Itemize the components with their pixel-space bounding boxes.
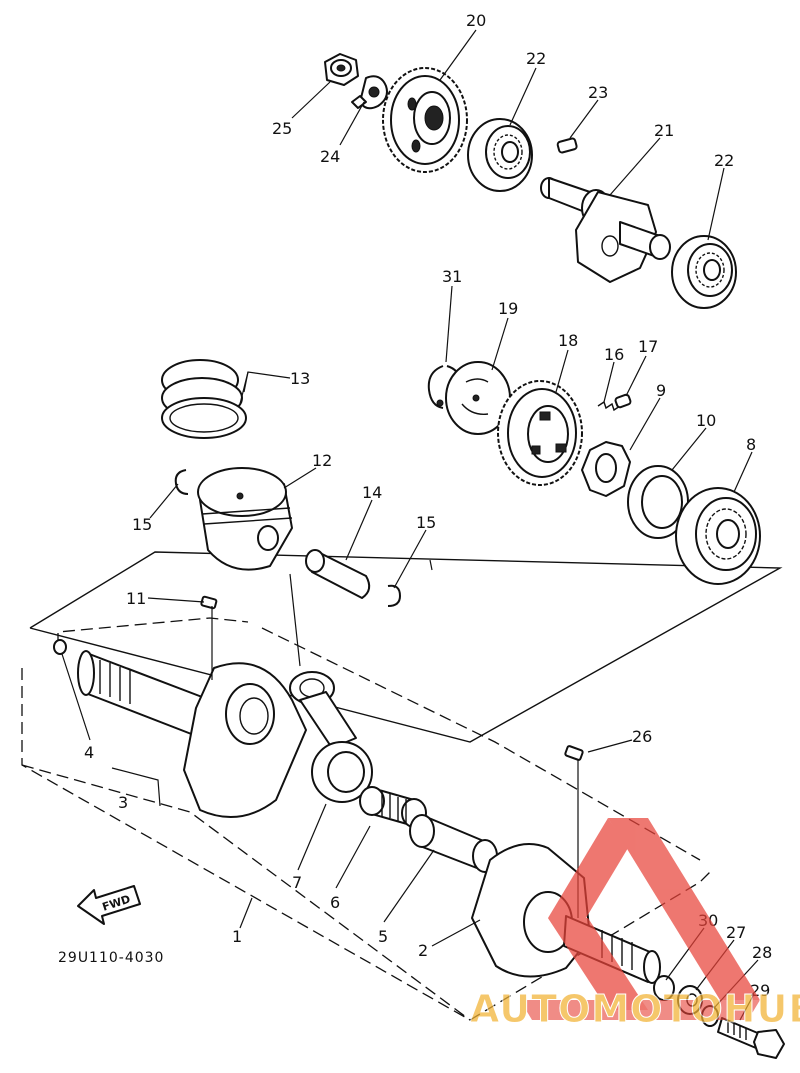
callout-17: 17 (638, 337, 658, 356)
part-21-balancer-shaft (540, 177, 671, 283)
callout-15-left: 15 (132, 515, 152, 534)
part-24-lock-washer (351, 75, 388, 110)
callout-labels: 20 22 23 21 22 25 24 31 19 18 16 17 9 10… (84, 11, 772, 1000)
fwd-arrow: FWD (77, 885, 141, 925)
part-16-spring (597, 400, 621, 412)
part-17-pin (614, 393, 632, 409)
callout-6: 6 (330, 893, 340, 912)
callout-14: 14 (362, 483, 382, 502)
fwd-arrow-icon (77, 885, 141, 925)
part-12-piston (197, 467, 293, 571)
callout-12: 12 (312, 451, 332, 470)
callout-26: 26 (632, 727, 652, 746)
callout-3: 3 (118, 793, 128, 812)
callout-22-upper: 22 (526, 49, 546, 68)
callout-22-right: 22 (714, 151, 734, 170)
callout-23: 23 (588, 83, 608, 102)
callout-24: 24 (320, 147, 340, 166)
callout-21: 21 (654, 121, 674, 140)
part-15-circlip-right (387, 584, 401, 607)
callout-25: 25 (272, 119, 292, 138)
callout-5: 5 (378, 927, 388, 946)
part-7-connecting-rod (289, 671, 373, 803)
callout-15-right: 15 (416, 513, 436, 532)
part-20-gear (382, 67, 468, 173)
callout-28: 28 (752, 943, 772, 962)
part-13-piston-rings (161, 359, 247, 439)
callout-8: 8 (746, 435, 756, 454)
part-25-nut (324, 53, 359, 86)
part-10-washer (627, 465, 689, 539)
part-18-gear (497, 380, 583, 486)
callout-18: 18 (558, 331, 578, 350)
part-11-key (200, 595, 218, 610)
part-29-bolt (717, 1017, 785, 1059)
drawing-code: 29U110-4030 (58, 950, 164, 966)
part-22-bearing-right (671, 235, 737, 309)
callout-13: 13 (290, 369, 310, 388)
callout-19: 19 (498, 299, 518, 318)
callout-7: 7 (292, 873, 302, 892)
callout-1: 1 (232, 927, 242, 946)
callout-31: 31 (442, 267, 462, 286)
callout-10: 10 (696, 411, 716, 430)
watermark-logo-icon (520, 818, 760, 1020)
leader-lines (61, 29, 759, 1021)
callout-2: 2 (418, 941, 428, 960)
callout-11: 11 (126, 589, 146, 608)
part-19-plate (445, 361, 511, 435)
part-26-key (564, 745, 584, 761)
part-9-collar (581, 441, 631, 497)
part-8-bearing (675, 487, 761, 585)
callout-27: 27 (726, 923, 746, 942)
callout-4: 4 (84, 743, 94, 762)
part-22-bearing-upper (467, 118, 533, 192)
part-5-crank-pin (409, 814, 498, 873)
part-4-pin (53, 639, 67, 655)
callout-20: 20 (466, 11, 486, 30)
callout-16: 16 (604, 345, 624, 364)
part-14-piston-pin (305, 549, 371, 599)
part-3-crank-left (77, 650, 307, 819)
callout-9: 9 (656, 381, 666, 400)
part-15-circlip-left (174, 469, 189, 495)
watermark: AUTOMOTOHUB (470, 818, 800, 1032)
part-23-key (556, 137, 578, 154)
watermark-text: AUTOMOTOHUB (470, 987, 800, 1031)
